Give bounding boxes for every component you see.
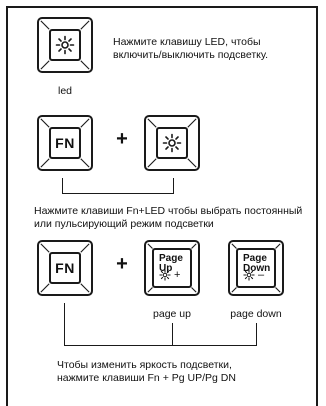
key-bevel	[231, 243, 281, 293]
key-bevel	[40, 20, 90, 70]
page-down-key-cap: Page Down –	[236, 248, 276, 288]
led-key-caption: led	[57, 85, 72, 97]
instruction-frame	[6, 6, 318, 406]
fn-key-cap: FN	[49, 127, 81, 159]
connector-line	[256, 323, 257, 346]
fn-key: FN	[37, 115, 93, 171]
led-key	[144, 115, 200, 171]
sun-icon	[162, 133, 182, 153]
key-bevel	[147, 243, 197, 293]
page-up-symbol: +	[174, 268, 181, 281]
brightness-instruction: Чтобы изменить яркость подсветки, нажмит…	[57, 359, 236, 384]
page-up-key: Page Up +	[144, 240, 200, 296]
connector-line	[64, 345, 257, 346]
page-up-key-cap: Page Up +	[152, 248, 192, 288]
led-key	[37, 17, 93, 73]
fn-key-label: FN	[55, 260, 75, 276]
page-down-line1: Page	[243, 253, 267, 264]
page-down-caption: page down	[230, 308, 282, 320]
page-down-key: Page Down –	[228, 240, 284, 296]
page-down-symbol: –	[258, 268, 265, 281]
page-up-line2: Up	[159, 263, 173, 274]
led-key-cap	[49, 29, 81, 61]
page-up-caption: page up	[153, 308, 191, 320]
key-bevel	[40, 243, 90, 293]
fn-key: FN	[37, 240, 93, 296]
led-key-cap	[156, 127, 188, 159]
fn-key-cap: FN	[49, 252, 81, 284]
connector-line	[64, 303, 65, 346]
plus-sign: +	[116, 128, 128, 150]
led-instruction: Нажмите клавишу LED, чтобы включить/выкл…	[113, 36, 268, 61]
connector-line	[172, 323, 173, 346]
plus-sign: +	[116, 253, 128, 275]
key-bevel	[40, 118, 90, 168]
page-up-line1: Page	[159, 253, 183, 264]
page-down-key-sub: –	[243, 269, 264, 281]
key-bevel	[147, 118, 197, 168]
sun-icon	[159, 269, 171, 281]
page-up-key-sub: +	[159, 269, 180, 281]
page-down-line2: Down	[243, 263, 271, 274]
page-up-key-label: Page Up	[159, 254, 183, 274]
fn-key-label: FN	[55, 135, 75, 151]
sun-icon	[55, 35, 75, 55]
sun-icon	[243, 269, 255, 281]
fn-led-instruction: Нажмите клавиши Fn+LED чтобы выбрать пос…	[34, 205, 303, 230]
page-down-key-label: Page Down	[243, 254, 270, 274]
combo-bracket	[62, 178, 174, 194]
